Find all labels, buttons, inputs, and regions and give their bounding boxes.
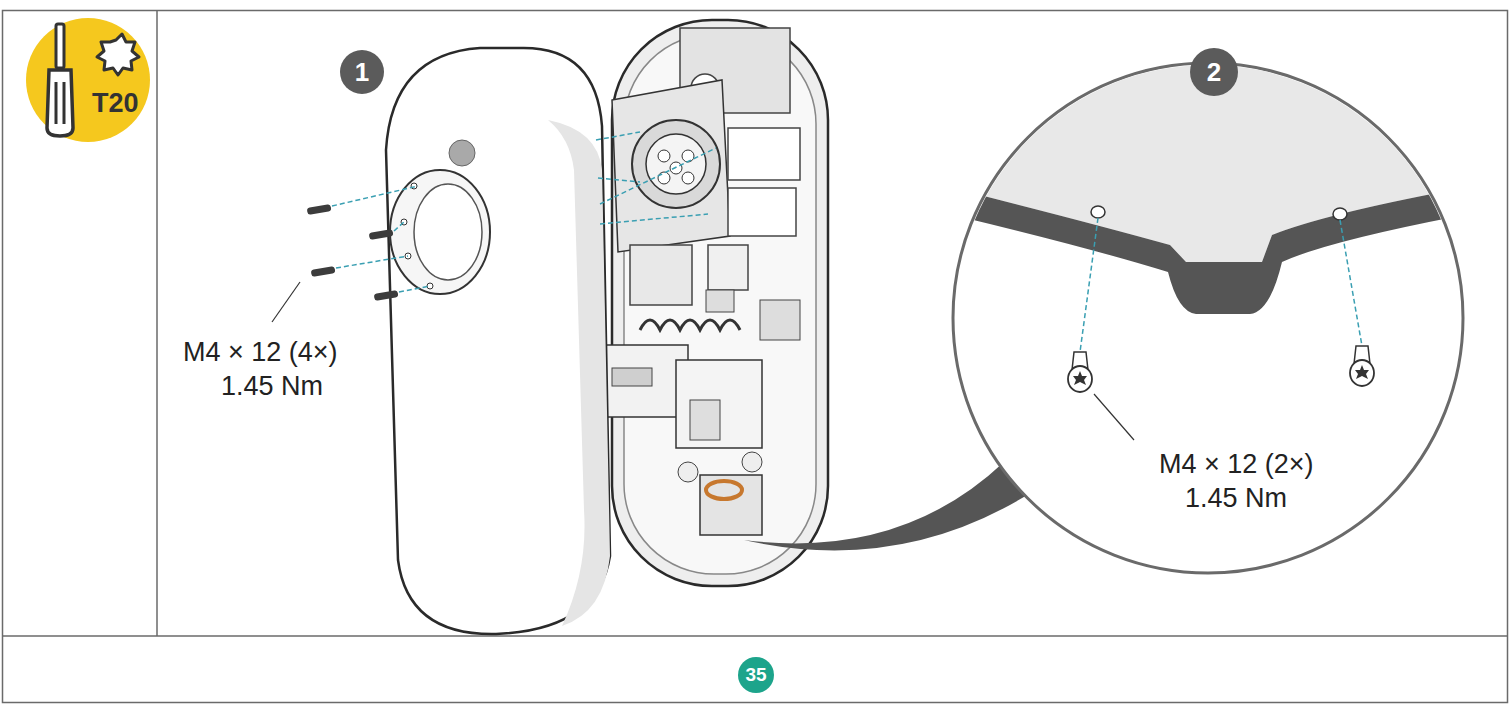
tool-label: T20	[92, 88, 139, 118]
frame	[3, 11, 1508, 703]
screws	[307, 204, 399, 301]
zoom-wedge	[744, 462, 1032, 550]
front-cover	[386, 48, 610, 634]
divider	[156, 10, 158, 636]
step-number: 1	[340, 50, 384, 94]
screw-spec: M4 × 12 (2×)	[1159, 448, 1314, 480]
step-number: 2	[1190, 48, 1238, 96]
assembly-lines	[332, 132, 716, 292]
detail-magnifier	[940, 40, 1480, 573]
page-number: 35	[738, 657, 774, 693]
charger-housing	[600, 20, 828, 586]
divider	[2, 635, 1508, 637]
torque-value: 1.45 Nm	[1185, 482, 1287, 514]
number-text: 1	[355, 57, 369, 88]
torque-value: 1.45 Nm	[221, 370, 323, 402]
tool-size: T20	[26, 18, 150, 142]
number-text: 2	[1207, 57, 1221, 88]
leader-line	[272, 282, 300, 322]
number-text: 35	[745, 664, 766, 686]
tool-icon	[26, 18, 150, 142]
screw-spec: M4 × 12 (4×)	[183, 336, 338, 368]
leader-line	[1094, 394, 1134, 440]
